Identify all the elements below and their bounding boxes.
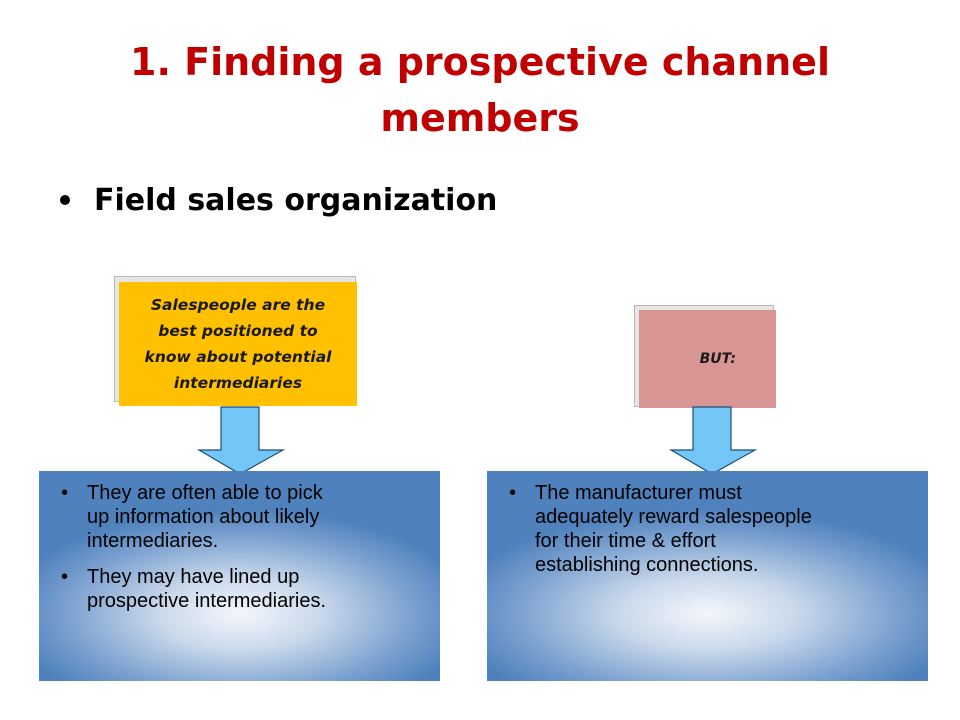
right-info-list: • The manufacturer must adequately rewar… [501,481,914,577]
slide-title-line-2: members [380,96,580,140]
left-info-list: • They are often able to pick up informa… [53,481,426,613]
main-bullet-text: Field sales organization [94,182,498,218]
right-info-item-1-line-3: for their time & effort [535,530,716,552]
left-info-item-2-line-2: prospective intermediaries. [87,590,326,612]
left-down-arrow-icon [196,406,286,475]
list-bullet-icon: • [61,566,69,588]
right-callout-text: BUT: [699,351,736,367]
list-bullet-icon: • [61,482,69,504]
slide-title-line-1: 1. Finding a prospective channel [130,40,830,84]
right-down-arrow-icon [668,406,758,475]
right-info-item-1: • The manufacturer must adequately rewar… [509,481,914,577]
main-bullet: Field sales organization [60,178,497,222]
left-callout-line-1: Salespeople are the [150,296,326,314]
left-info-item-1-line-2: up information about likely [87,506,320,528]
left-info-item-1: • They are often able to pick up informa… [61,481,426,553]
right-callout-card: BUT: [639,310,776,408]
bullet-dot-icon [60,195,70,205]
right-info-item-1-line-1: The manufacturer must [535,482,742,504]
left-callout-card: Salespeople are the best positioned to k… [119,282,357,406]
left-info-item-2: • They may have lined up prospective int… [61,565,426,613]
right-info-box: • The manufacturer must adequately rewar… [487,471,928,681]
left-info-box: • They are often able to pick up informa… [39,471,440,681]
left-info-item-1-line-1: They are often able to pick [87,482,323,504]
left-callout-line-3: know about potential [144,348,332,366]
left-callout-line-4: intermediaries [173,374,303,392]
right-info-item-1-line-2: adequately reward salespeople [535,506,812,528]
right-info-item-1-line-4: establishing connections. [535,554,759,576]
slide-title: 1. Finding a prospective channel members [60,34,900,146]
left-info-item-1-line-3: intermediaries. [87,530,219,552]
list-bullet-icon: • [509,482,517,504]
left-info-item-2-line-1: They may have lined up [87,566,300,588]
left-callout-line-2: best positioned to [158,322,318,340]
